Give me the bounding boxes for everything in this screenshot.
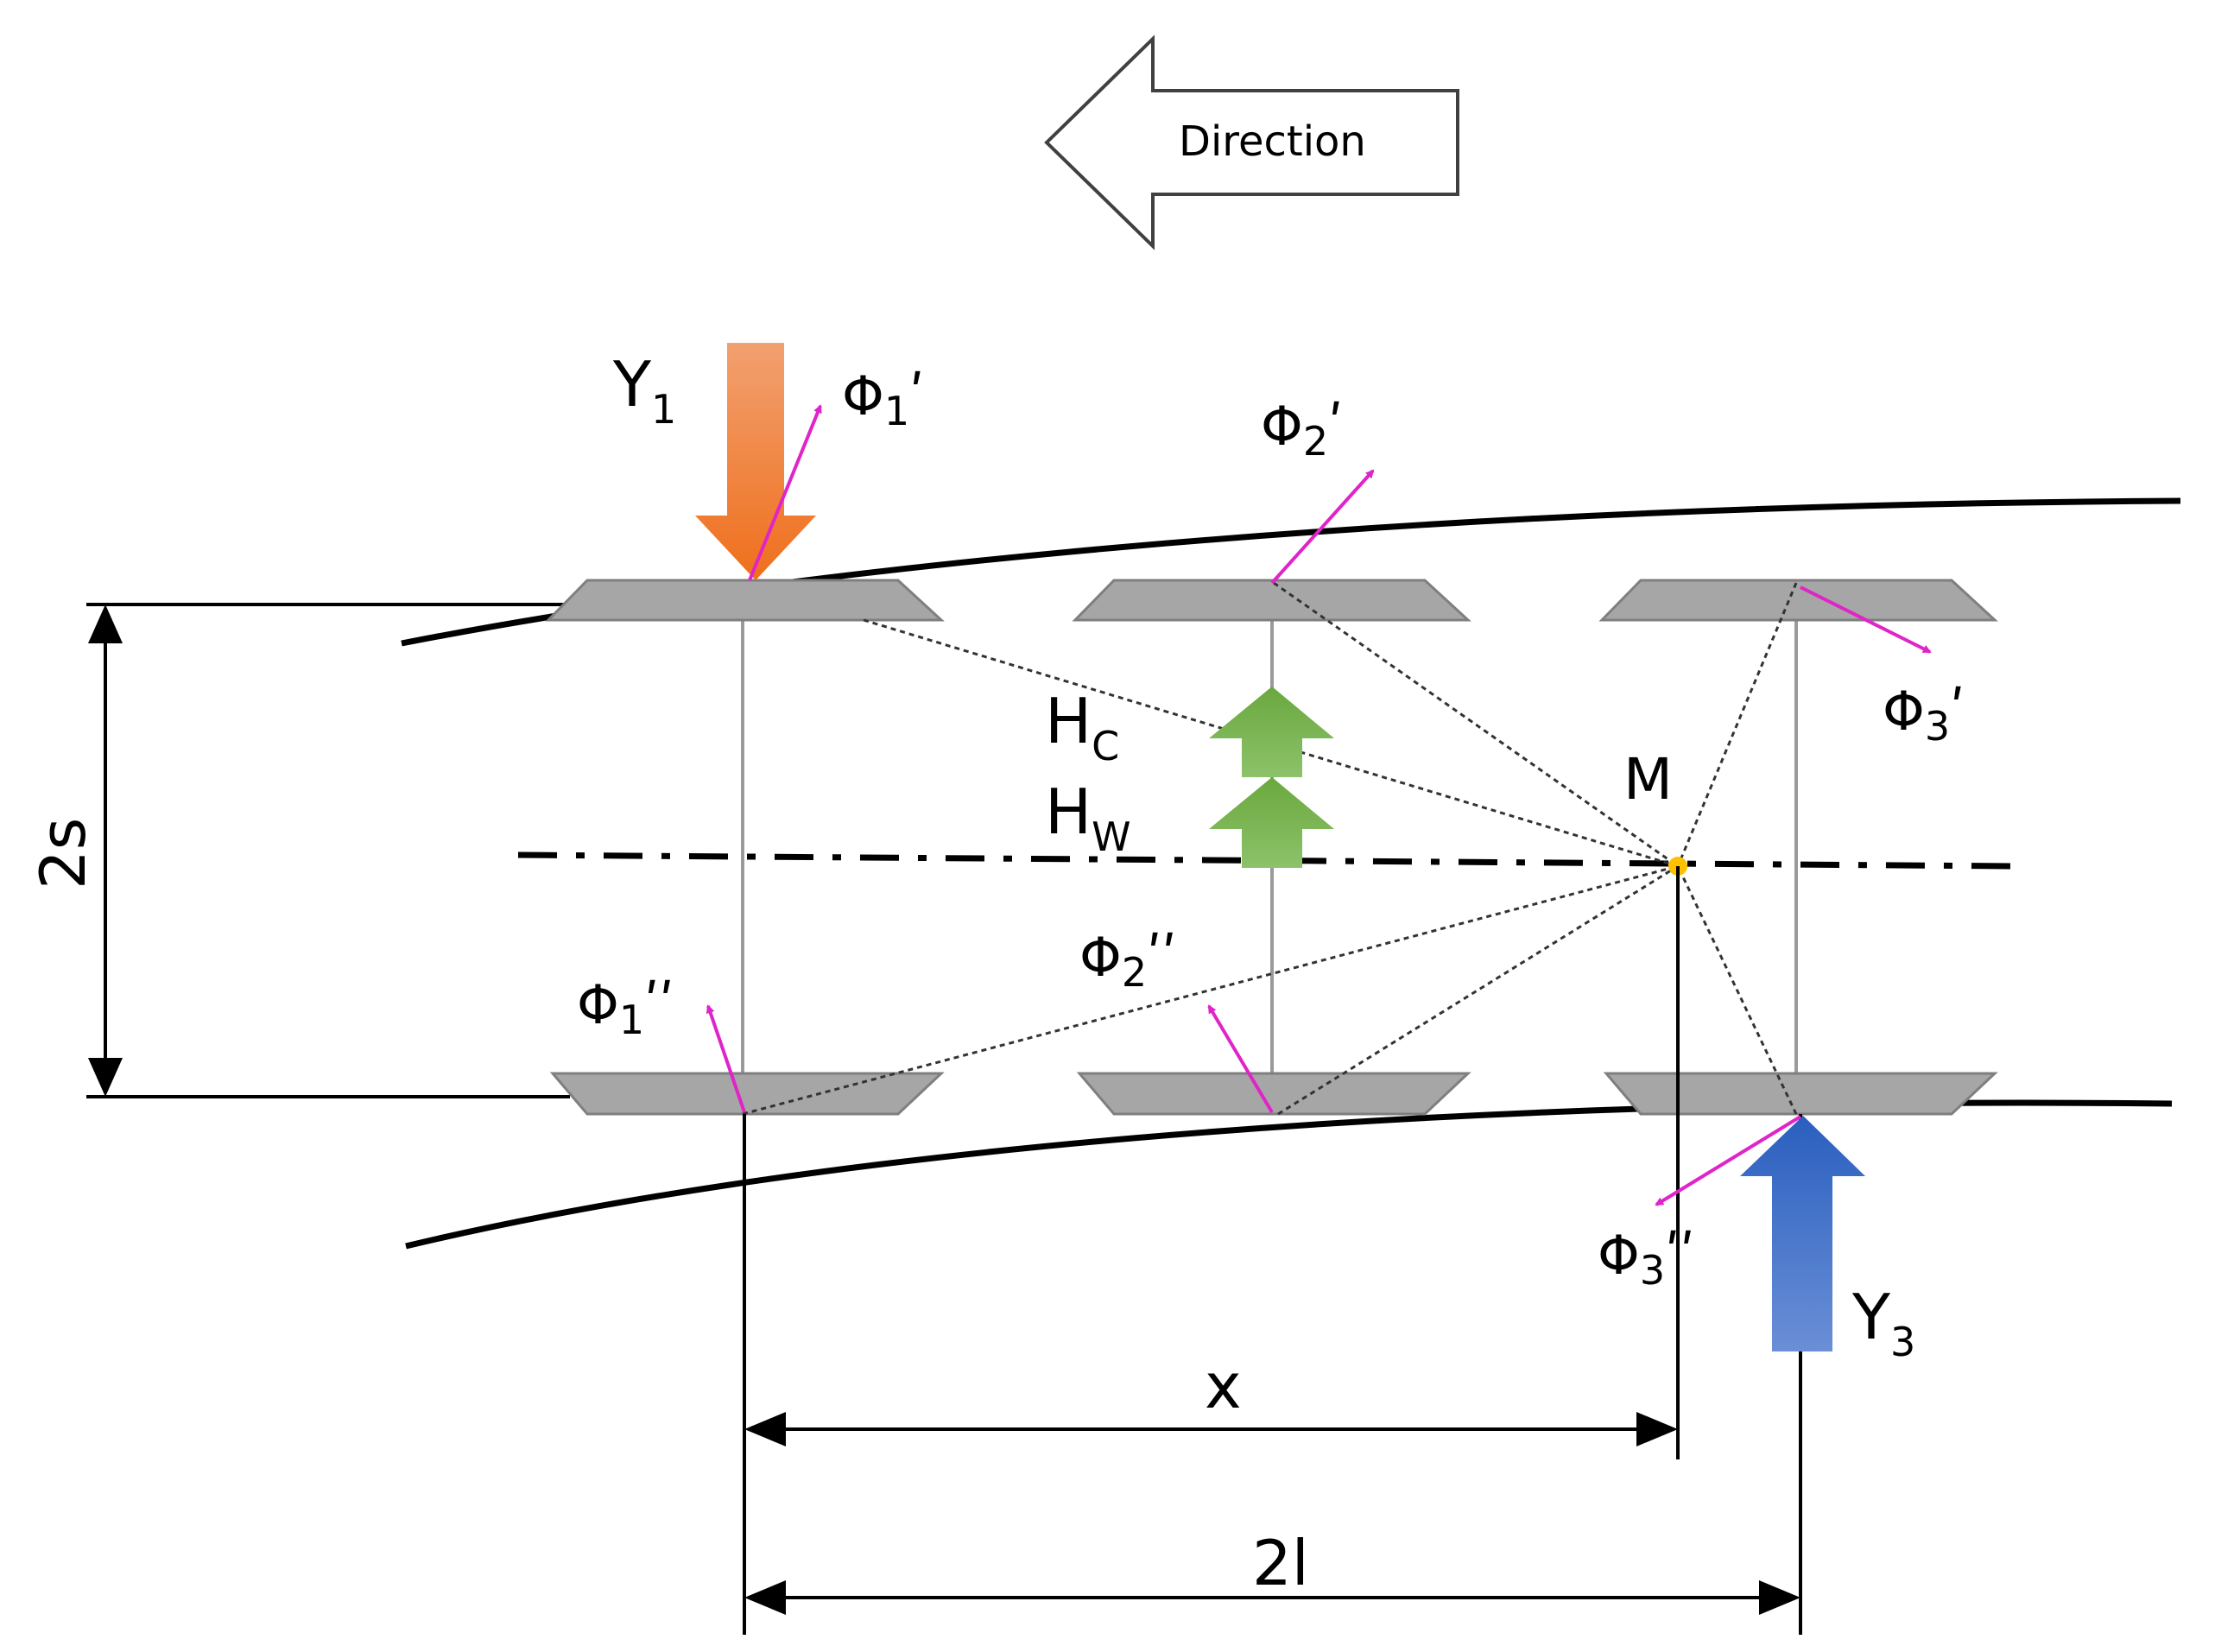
- direction-arrow-shape: [1044, 35, 1459, 250]
- label-hc: HC: [1045, 685, 1119, 769]
- dimension-2l: 2l: [743, 1114, 1802, 1635]
- radial-lines-to-m: [742, 581, 1798, 1116]
- direction-arrow: Direction: [1044, 35, 1459, 250]
- label-phi2-dprime: Φ2ʹʹ: [1079, 926, 1177, 996]
- label-y1: Y1: [612, 348, 676, 433]
- wheels: [545, 579, 1998, 1116]
- hc-force-arrow: [1209, 687, 1334, 777]
- phi2-prime-vector: [1270, 469, 1375, 585]
- dim-2l-arrow-left: [744, 1580, 786, 1615]
- label-m: M: [1623, 746, 1673, 813]
- direction-label: Direction: [1179, 117, 1366, 166]
- wheel-1-inner: [549, 1072, 945, 1116]
- dim-2s-arrow-bottom: [88, 1058, 123, 1097]
- dim-2s-label: 2s: [27, 818, 99, 889]
- label-hw: HW: [1045, 775, 1131, 860]
- label-y3: Y3: [1851, 1281, 1915, 1365]
- dim-2l-arrow-right: [1759, 1580, 1800, 1615]
- label-phi3-dprime: Φ3ʹʹ: [1598, 1224, 1695, 1294]
- dim-x-label: x: [1205, 1350, 1242, 1422]
- label-phi2-prime: Φ2ʹ: [1261, 395, 1343, 465]
- wheel-2-outer: [1072, 579, 1471, 622]
- wheel-2-inner: [1076, 1072, 1471, 1116]
- y3-force-arrow: [1740, 1116, 1865, 1351]
- phi2-dprime-vector: [1207, 1004, 1274, 1114]
- phi1-dprime-vector: [706, 1004, 746, 1113]
- radial-line-2-outer: [1273, 581, 1679, 868]
- dim-2l-label: 2l: [1252, 1527, 1309, 1599]
- phi1-prime-vector: [748, 404, 822, 581]
- dim-2s-arrow-top: [88, 604, 123, 643]
- label-phi1-prime: Φ1ʹ: [842, 364, 924, 434]
- radial-line-3-inner: [1676, 865, 1798, 1115]
- phi3-dprime-vector: [1655, 1115, 1802, 1206]
- label-phi1-dprime: Φ1ʹʹ: [577, 973, 674, 1043]
- dim-x-arrow-left: [744, 1412, 786, 1446]
- radial-line-3-outer: [1676, 582, 1798, 867]
- hw-force-arrow: [1209, 777, 1334, 868]
- dimension-x: x: [744, 866, 1680, 1459]
- dimension-2s: 2s: [27, 603, 570, 1098]
- phi-vectors: [706, 404, 1932, 1206]
- wheel-3-outer: [1598, 579, 1998, 622]
- wheel-3-inner: [1603, 1072, 1998, 1116]
- wheel-1-outer: [545, 579, 945, 622]
- outer-rail: [401, 497, 2181, 647]
- dim-x-arrow-right: [1636, 1412, 1678, 1446]
- inner-rail: [405, 1099, 2173, 1250]
- phi3-prime-vector: [1800, 585, 1932, 654]
- label-phi3-prime: Φ3ʹ: [1883, 680, 1965, 750]
- radial-line-2-inner: [1277, 864, 1679, 1116]
- y1-force-arrow: [695, 343, 816, 580]
